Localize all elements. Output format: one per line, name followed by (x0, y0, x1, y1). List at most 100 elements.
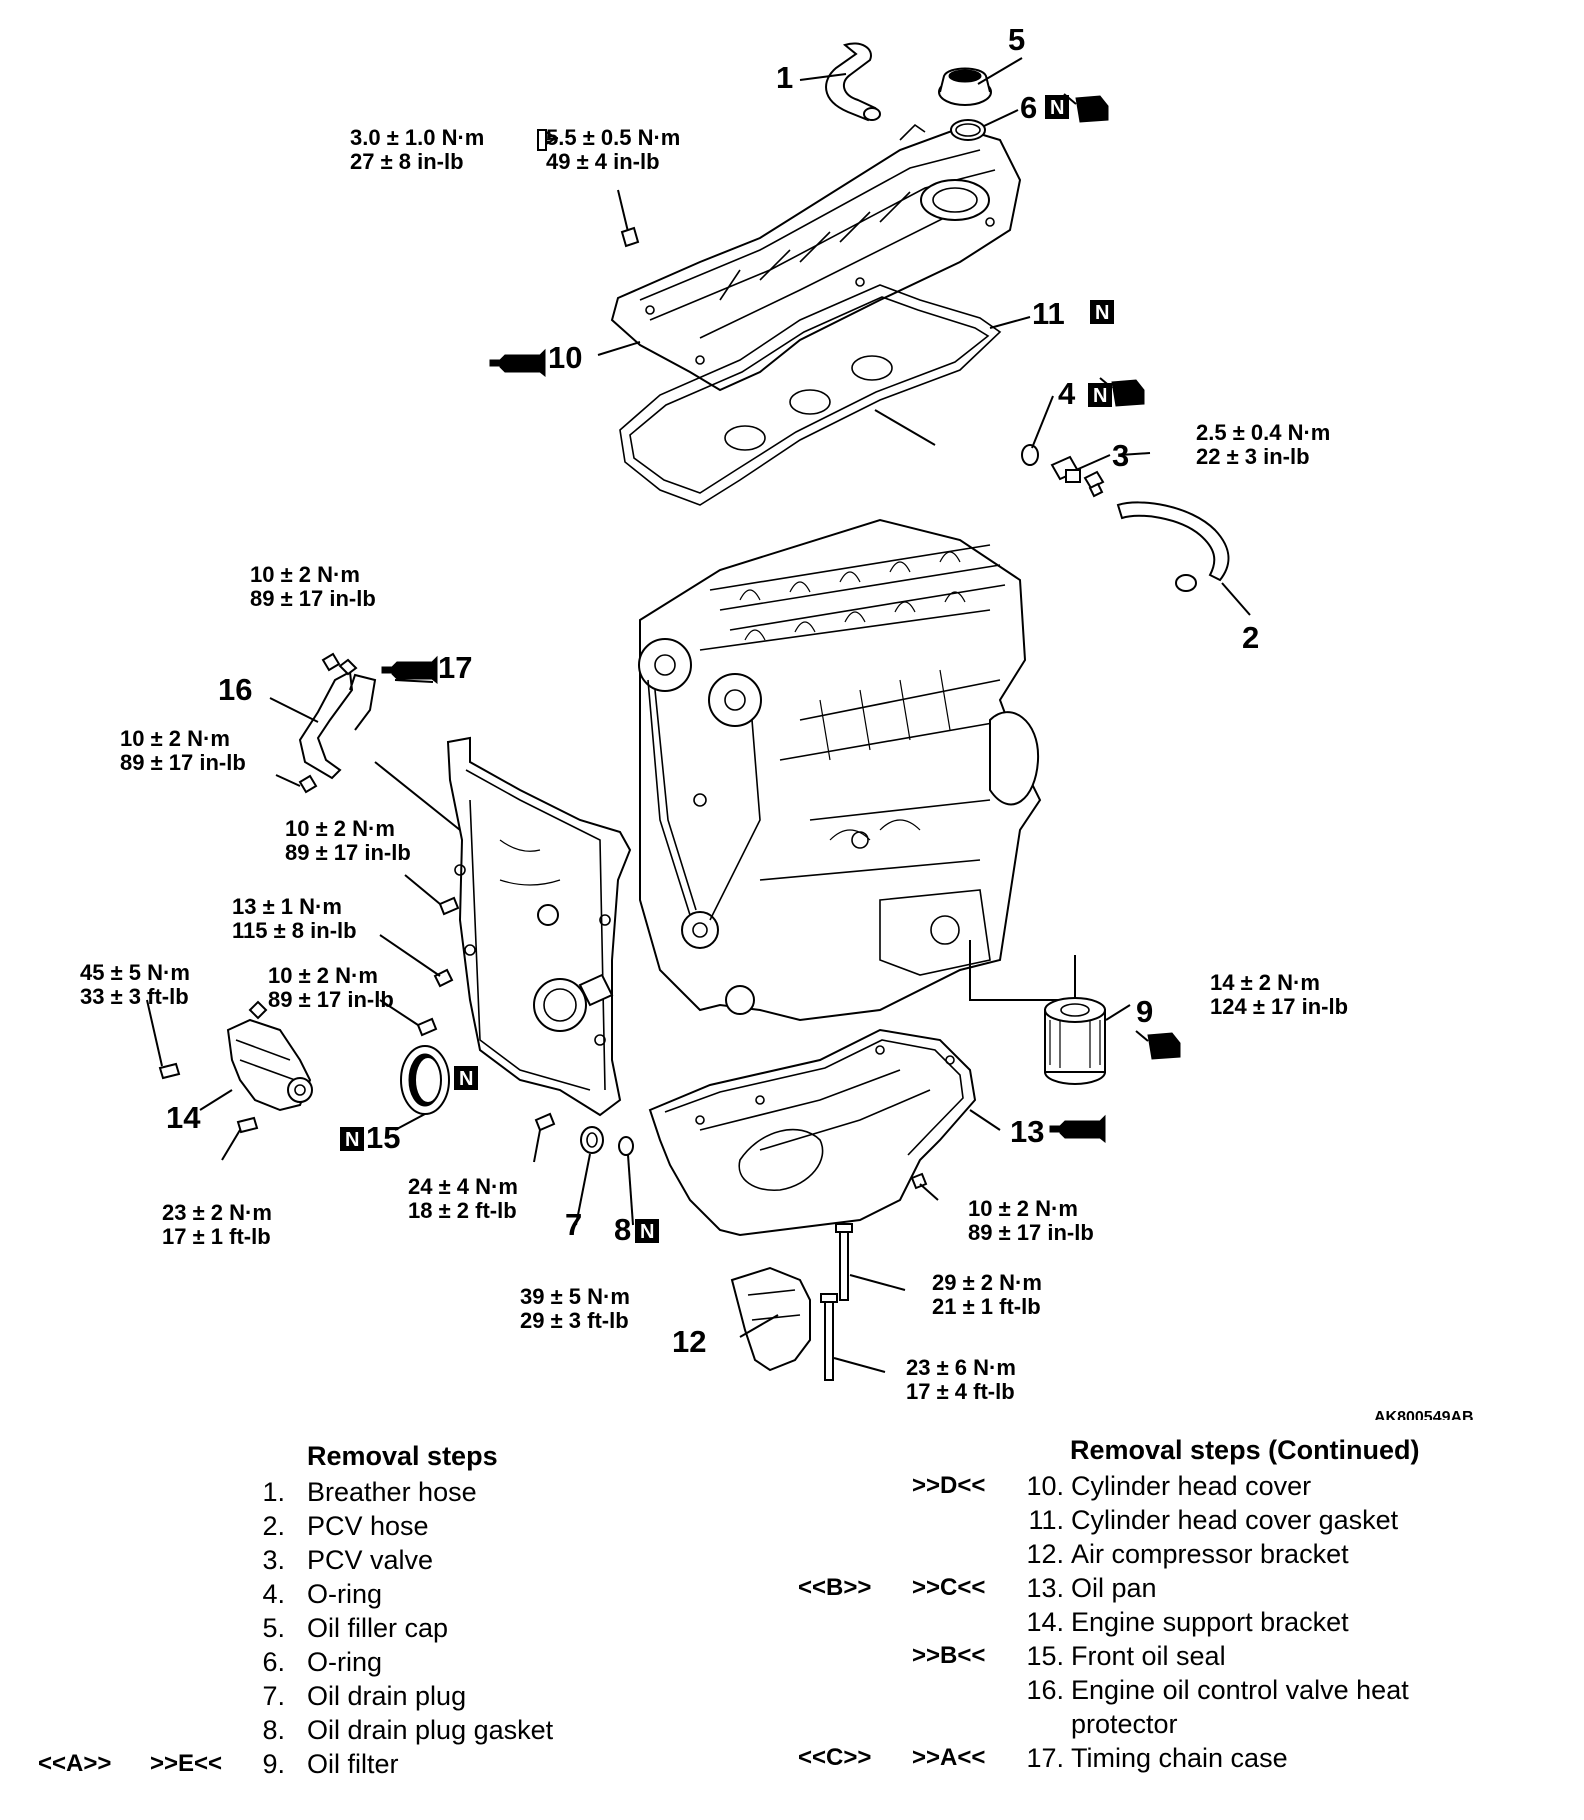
cylinder-head-cover-gasket (619, 284, 1002, 506)
callout-12: 12 (672, 1324, 706, 1359)
step-row: 6.O-ring (0, 1645, 1584, 1679)
new-part-badge: N (1045, 95, 1069, 119)
svg-text:3.0 ± 1.0 N·m: 3.0 ± 1.0 N·m (350, 125, 484, 150)
step-row: 14.Engine support bracket (0, 1605, 1584, 1639)
step-row: 12.Air compressor bracket (0, 1537, 1584, 1571)
torque-spec: 5.5 ± 0.5 N·m 49 ± 4 in-lb (546, 125, 680, 174)
callout-2: 2 (1242, 620, 1259, 655)
svg-text:89 ± 17 in-lb: 89 ± 17 in-lb (250, 586, 376, 611)
svg-text:89 ± 17 in-lb: 89 ± 17 in-lb (285, 840, 411, 865)
step-number: 10. (1026, 1471, 1064, 1501)
step-label: Cylinder head cover gasket (1071, 1505, 1399, 1535)
svg-text:18 ± 2 ft-lb: 18 ± 2 ft-lb (408, 1198, 517, 1223)
torque-spec: 23 ± 6 N·m 17 ± 4 ft-lb (906, 1355, 1016, 1404)
svg-text:N: N (1095, 302, 1109, 324)
torque-spec: 3.0 ± 1.0 N·m 27 ± 8 in-lb (350, 125, 484, 174)
svg-text:24 ± 4 N·m: 24 ± 4 N·m (408, 1174, 518, 1199)
torque-spec: 14 ± 2 N·m 124 ± 17 in-lb (1210, 970, 1348, 1019)
step-number: 14. (1026, 1607, 1064, 1637)
cylinder-head-cover (610, 123, 1022, 392)
installation-service-ref: >>C<< (912, 1574, 986, 1601)
svg-text:89 ± 17 in-lb: 89 ± 17 in-lb (968, 1220, 1094, 1245)
callout-9: 9 (1136, 994, 1153, 1029)
svg-text:5.5 ± 0.5 N·m: 5.5 ± 0.5 N·m (546, 125, 680, 150)
step-number: 15. (1026, 1641, 1064, 1671)
svg-text:17 ± 4 ft-lb: 17 ± 4 ft-lb (906, 1379, 1015, 1404)
removal-steps: Removal steps Removal steps (Continued) … (0, 1425, 1584, 1820)
breather-hose (825, 42, 881, 122)
installation-service-ref: >>B<< (912, 1642, 986, 1669)
oil-can-icon (1135, 1030, 1181, 1060)
callout-3: 3 (1112, 438, 1129, 473)
bolts (158, 482, 1104, 1190)
step-label: Oil drain plug gasket (307, 1715, 554, 1745)
air-compressor-bracket (730, 1223, 853, 1381)
step-label-continued: protector (1071, 1709, 1178, 1739)
svg-text:115 ± 8 in-lb: 115 ± 8 in-lb (232, 918, 357, 943)
step-row: <<B>>>>C<<13.Oil pan (0, 1571, 1584, 1605)
step-row: <<C>>>>A<<17.Timing chain case (0, 1741, 1584, 1775)
step-number: 11. (1028, 1505, 1064, 1535)
cover-bolt (537, 129, 640, 248)
step-row: <<A>>>>E<<9.Oil filter (0, 1747, 1584, 1781)
removal-steps-title: Removal steps (307, 1441, 498, 1471)
new-part-badge: N (1090, 300, 1114, 324)
torque-spec: 45 ± 5 N·m 33 ± 3 ft-lb (80, 960, 190, 1009)
step-row: 3.PCV valve (0, 1543, 1584, 1577)
step-row: 1.Breather hose (0, 1475, 1584, 1509)
svg-text:N: N (1093, 385, 1107, 407)
step-label: Oil filter (307, 1749, 399, 1779)
callout-6: 6 (1020, 90, 1037, 125)
oil-filler-cap (938, 67, 992, 106)
step-label: Timing chain case (1071, 1743, 1288, 1773)
svg-text:17 ± 1 ft-lb: 17 ± 1 ft-lb (162, 1224, 271, 1249)
heat-protector (298, 658, 377, 780)
step-label: O-ring (307, 1579, 383, 1609)
oil-can-icon (1063, 93, 1109, 123)
step-row: 8. Oil drain plug gasket (0, 1713, 1584, 1747)
removal-service-ref: <<C>> (798, 1744, 872, 1771)
step-row: >>D<<10.Cylinder head cover (0, 1469, 1584, 1503)
torque-spec: 29 ± 2 N·m 21 ± 1 ft-lb (932, 1270, 1042, 1319)
step-number: 8. (262, 1715, 285, 1745)
callout-4: 4 (1058, 376, 1076, 411)
step-label: Oil drain plug (307, 1681, 467, 1711)
torque-spec: 13 ± 1 N·m 115 ± 8 in-lb (232, 894, 357, 943)
step-number: 1. (262, 1477, 285, 1507)
installation-service-ref: >>E<< (150, 1750, 223, 1777)
torque-spec: 10 ± 2 N·m 89 ± 17 in-lb (968, 1196, 1094, 1245)
svg-text:10 ± 2 N·m: 10 ± 2 N·m (268, 963, 378, 988)
removal-service-ref: <<B>> (798, 1574, 872, 1601)
step-row: 7.Oil drain plug (0, 1679, 1584, 1713)
step-label: PCV hose (307, 1511, 429, 1541)
svg-text:49 ± 4 in-lb: 49 ± 4 in-lb (546, 149, 660, 174)
step-number: 6. (262, 1647, 285, 1677)
callout-10: 10 (548, 340, 582, 375)
step-label: Front oil seal (1071, 1641, 1226, 1671)
torque-spec: 10 ± 2 N·m 89 ± 17 in-lb (268, 963, 394, 1012)
callout-14: 14 (166, 1100, 201, 1135)
svg-text:124 ± 17 in-lb: 124 ± 17 in-lb (1210, 994, 1348, 1019)
step-number: 4. (262, 1579, 285, 1609)
exploded-engine-diagram: N N N N N N 1 2 3 4 5 6 7 8 9 10 11 12 1… (80, 22, 1474, 1420)
svg-text:39 ± 5 N·m: 39 ± 5 N·m (520, 1284, 630, 1309)
front-oil-seal (400, 1045, 450, 1115)
svg-text:29 ± 3 ft-lb: 29 ± 3 ft-lb (520, 1308, 629, 1333)
torque-spec: 23 ± 2 N·m 17 ± 1 ft-lb (162, 1200, 272, 1249)
callout-8: 8 (614, 1212, 631, 1247)
removal-steps-continued-title: Removal steps (Continued) (1070, 1435, 1420, 1465)
callout-16: 16 (218, 672, 252, 707)
step-label: PCV valve (307, 1545, 434, 1575)
callout-5: 5 (1008, 22, 1025, 57)
torque-spec: 10 ± 2 N·m 89 ± 17 in-lb (120, 726, 246, 775)
callout-17: 17 (438, 650, 472, 685)
engine-block (638, 518, 1042, 1022)
torque-spec: 24 ± 4 N·m 18 ± 2 ft-lb (408, 1174, 518, 1223)
svg-text:89 ± 17 in-lb: 89 ± 17 in-lb (120, 750, 246, 775)
svg-text:22 ± 3 in-lb: 22 ± 3 in-lb (1196, 444, 1310, 469)
leader-lines (146, 57, 1251, 1373)
svg-text:27 ± 8 in-lb: 27 ± 8 in-lb (350, 149, 464, 174)
callout-13: 13 (1010, 1114, 1044, 1149)
svg-text:10 ± 2 N·m: 10 ± 2 N·m (120, 726, 230, 751)
timing-chain-case (446, 736, 632, 1117)
